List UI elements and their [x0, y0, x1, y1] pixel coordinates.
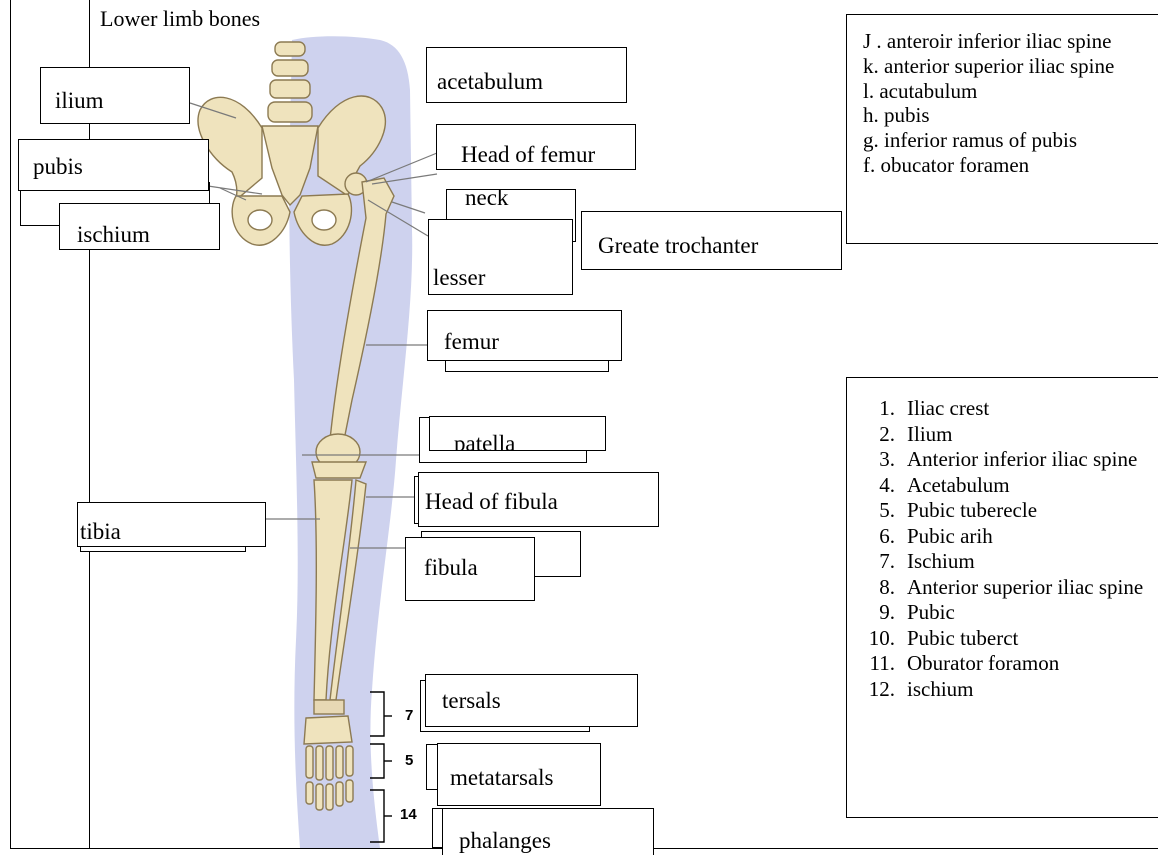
label-acetabulum: acetabulum — [426, 47, 627, 103]
phalanx-count: 14 — [400, 806, 417, 823]
numbered-list-item: 12.ischium — [847, 677, 1143, 703]
numbered-list-item: 8.Anterior superior iliac spine — [847, 575, 1143, 601]
numbered-list-item: 2.Ilium — [847, 422, 1143, 448]
numbered-list-box: 1.Iliac crest 2.Ilium 3.Anterior inferio… — [846, 377, 1158, 818]
label-tibia: tibia — [77, 502, 266, 547]
vertebra — [270, 80, 310, 98]
label-pubis: pubis — [18, 139, 209, 191]
label-lesser: lesser — [428, 219, 573, 295]
label-head-of-fibula: Head of fibula — [418, 472, 659, 527]
label-phalanges: phalanges — [442, 808, 654, 855]
numbered-list-item: 1.Iliac crest — [847, 396, 1143, 422]
letter-key-item: J . anteroir inferior iliac spine — [863, 29, 1114, 54]
numbered-list-item: 9.Pubic — [847, 600, 1143, 626]
letter-key-item: h. pubis — [863, 103, 1114, 128]
letter-key-item: g. inferior ramus of pubis — [863, 128, 1114, 153]
obturator-foramen-left — [248, 210, 272, 230]
numbered-list-item: 6.Pubic arih — [847, 524, 1143, 550]
letter-key-item: k. anterior superior iliac spine — [863, 54, 1114, 79]
letter-key-item: l. acutabulum — [863, 79, 1114, 104]
numbered-list-item: 11.Oburator foramon — [847, 651, 1143, 677]
tarsals — [304, 716, 352, 744]
metatarsal-count: 5 — [405, 752, 413, 769]
letter-key-item: f. obucator foramen — [863, 153, 1114, 178]
numbered-list-item: 5.Pubic tuberecle — [847, 498, 1143, 524]
label-tarsals: tersals — [425, 674, 638, 727]
vertebra — [272, 60, 308, 76]
numbered-list-item: 7.Ischium — [847, 549, 1143, 575]
numbered-list-item: 4.Acetabulum — [847, 473, 1143, 499]
label-patella: patella — [429, 416, 606, 451]
label-metatarsals: metatarsals — [437, 743, 601, 806]
knee-condyles — [312, 462, 366, 478]
numbered-list-item: 10.Pubic tuberct — [847, 626, 1143, 652]
label-fibula: fibula — [405, 537, 535, 601]
label-femur: femur — [427, 310, 622, 361]
letter-key-box: J . anteroir inferior iliac spine k. ant… — [846, 14, 1158, 244]
metatarsals — [306, 746, 353, 780]
letter-key-list: J . anteroir inferior iliac spine k. ant… — [863, 29, 1114, 178]
numbered-list: 1.Iliac crest 2.Ilium 3.Anterior inferio… — [847, 396, 1143, 702]
vertebra — [268, 102, 312, 122]
ankle — [314, 700, 344, 714]
label-ischium: ischium — [59, 203, 220, 250]
tarsal-count: 7 — [405, 707, 413, 724]
vertebra — [275, 42, 305, 56]
label-head-of-femur: Head of femur — [436, 124, 636, 170]
obturator-foramen-right — [312, 210, 336, 230]
label-ilium: ilium — [40, 67, 190, 124]
numbered-list-item: 3.Anterior inferior iliac spine — [847, 447, 1143, 473]
label-greater-trochanter: Greate trochanter — [581, 211, 842, 270]
